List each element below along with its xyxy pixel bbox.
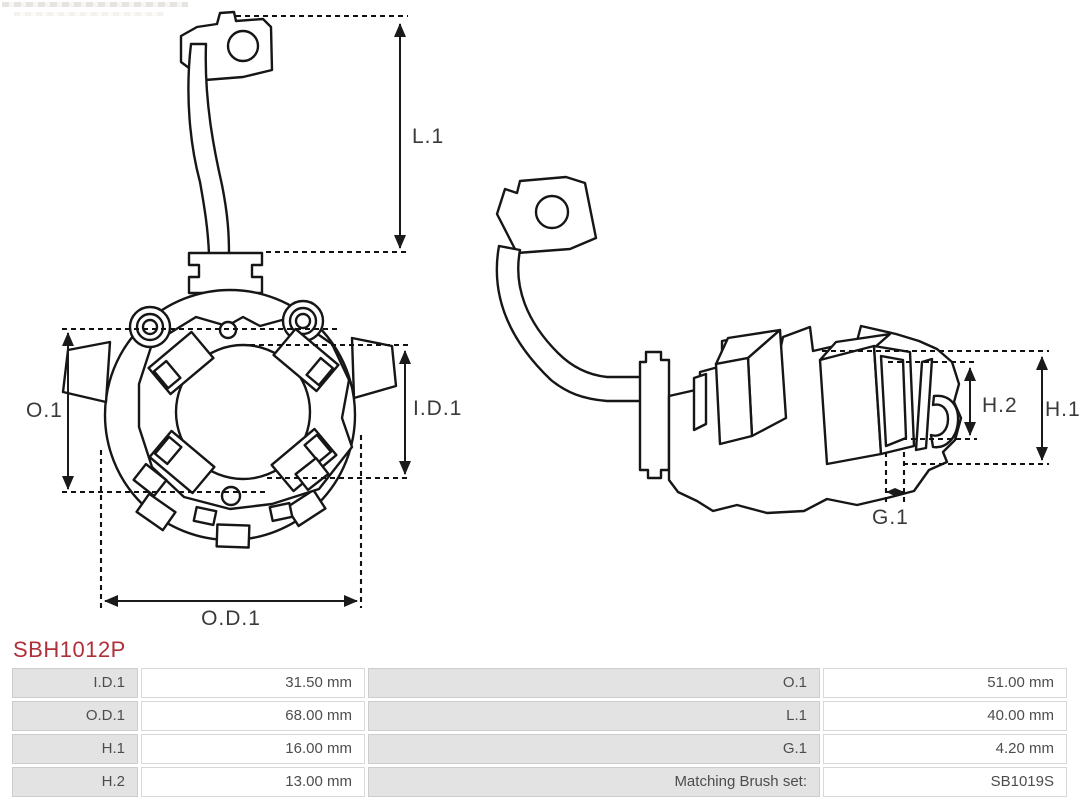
rim-tooth	[135, 492, 177, 532]
spec-value: 68.00 mm	[141, 701, 365, 731]
table-row: I.D.1 31.50 mm O.1 51.00 mm	[12, 668, 1067, 698]
right-ear	[350, 336, 398, 400]
inner-strip	[692, 372, 708, 432]
dim-label-id1: I.D.1	[413, 397, 462, 420]
dimension-h2: H.2	[888, 360, 1018, 441]
screw-boss-left	[128, 305, 172, 349]
spec-value: 13.00 mm	[141, 767, 365, 797]
brush-box-nw	[147, 330, 215, 396]
dimension-g1: G.1	[872, 452, 909, 529]
dim-label-h1: H.1	[1045, 398, 1080, 421]
brush-box-se	[270, 427, 338, 493]
dimension-od1: O.D.1	[99, 435, 363, 630]
spec-value: SB1019S	[823, 767, 1067, 797]
spec-label: I.D.1	[12, 668, 138, 698]
dim-label-o1: O.1	[26, 399, 63, 422]
dim-label-od1: O.D.1	[201, 607, 261, 630]
center-box-front	[714, 356, 754, 446]
table-row: H.2 13.00 mm Matching Brush set: SB1019S	[12, 767, 1067, 797]
spec-value: 31.50 mm	[141, 668, 365, 698]
part-number: SBH1012P	[13, 637, 126, 662]
mounting-bracket	[638, 350, 671, 480]
dimension-l1: L.1	[236, 14, 444, 254]
spec-label: L.1	[368, 701, 820, 731]
spec-label: Matching Brush set:	[368, 767, 820, 797]
brush-box-sw	[148, 429, 216, 495]
dimension-h1: H.1	[822, 349, 1080, 466]
watermark-remnant-2	[14, 12, 164, 16]
inner-bore	[174, 343, 312, 481]
front-view-figure	[61, 10, 398, 549]
terminal-hole-side	[534, 194, 570, 230]
side-view-figure	[495, 175, 963, 515]
rim-tooth	[215, 523, 251, 549]
spring-clip	[268, 501, 294, 523]
spec-label: O.D.1	[12, 701, 138, 731]
table-row: O.D.1 68.00 mm L.1 40.00 mm	[12, 701, 1067, 731]
top-connector	[187, 251, 264, 295]
brush-box-opening	[879, 354, 908, 448]
table-row: H.1 16.00 mm G.1 4.20 mm	[12, 734, 1067, 764]
spec-value: 51.00 mm	[823, 668, 1067, 698]
spec-value: 4.20 mm	[823, 734, 1067, 764]
watermark-remnant	[2, 2, 188, 7]
brush-box-side-face	[818, 344, 883, 466]
dimension-id1: I.D.1	[250, 343, 462, 480]
spec-label: G.1	[368, 734, 820, 764]
spec-value: 40.00 mm	[823, 701, 1067, 731]
spec-label: H.2	[12, 767, 138, 797]
dim-label-h2: H.2	[982, 394, 1018, 417]
terminal-hole	[226, 29, 260, 63]
spring-clip	[132, 462, 168, 498]
spec-label: H.1	[12, 734, 138, 764]
left-ear	[61, 340, 112, 404]
dimension-o1: O.1	[26, 327, 338, 494]
dim-label-l1: L.1	[412, 125, 444, 148]
spring-clip	[294, 456, 330, 492]
spring-clip	[192, 505, 218, 527]
dim-label-g1: G.1	[872, 506, 909, 529]
spec-table: I.D.1 31.50 mm O.1 51.00 mm O.D.1 68.00 …	[12, 668, 1067, 800]
spec-label: O.1	[368, 668, 820, 698]
spring-hook	[929, 394, 960, 449]
spec-value: 16.00 mm	[141, 734, 365, 764]
thin-plate	[914, 357, 934, 452]
lead-wire-side	[495, 244, 644, 403]
technical-diagram: L.1 O.1 I.D.1 O.D.1	[26, 10, 1080, 630]
plate-hole-bottom	[220, 485, 242, 507]
